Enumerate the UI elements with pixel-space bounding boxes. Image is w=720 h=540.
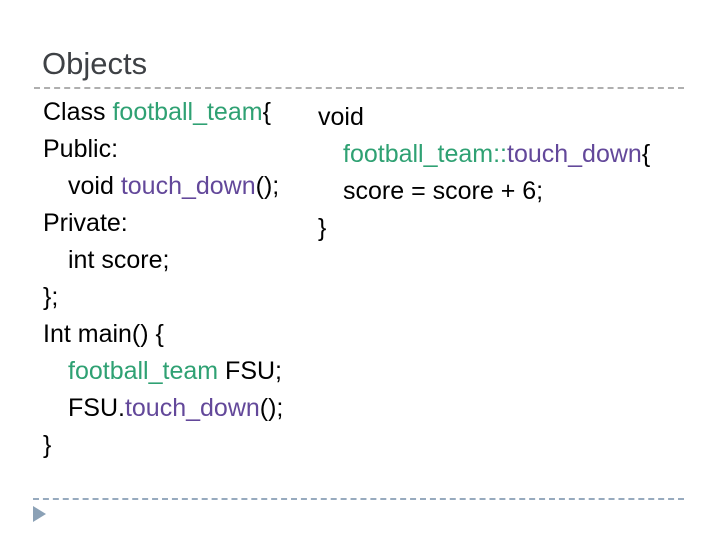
code-segment: Public: <box>43 135 119 163</box>
code-segment: (); <box>255 172 280 200</box>
code-line: Class football_team{ <box>43 94 283 131</box>
code-segment: touch_down <box>124 394 260 422</box>
code-segment: }; <box>43 283 59 311</box>
code-segment: football_team <box>112 98 263 126</box>
code-line: Int main() { <box>43 316 283 353</box>
code-line: void <box>318 99 650 136</box>
code-line: score = score + 6; <box>318 173 650 210</box>
code-line: Private: <box>43 205 283 242</box>
footer-divider <box>33 498 684 500</box>
code-segment: football_team <box>68 357 219 385</box>
code-line: } <box>318 210 650 247</box>
code-segment: } <box>318 214 327 242</box>
code-line: int score; <box>43 242 283 279</box>
title-divider <box>34 87 684 89</box>
code-segment: Private: <box>43 209 128 237</box>
code-line: football_team::touch_down{ <box>318 136 650 173</box>
code-block-left: Class football_team{Public:void touch_do… <box>43 94 283 464</box>
code-segment: (); <box>259 394 284 422</box>
code-segment: { <box>641 140 651 168</box>
code-line: void touch_down(); <box>43 168 283 205</box>
code-line: Public: <box>43 131 283 168</box>
code-line: }; <box>43 279 283 316</box>
code-segment: Int main() { <box>43 320 164 348</box>
code-segment: void <box>68 172 121 200</box>
code-segment: FSU; <box>218 357 283 385</box>
slide-title: Objects <box>42 46 148 81</box>
code-segment: football_team:: <box>343 140 507 168</box>
code-segment: touch_down <box>507 140 642 168</box>
code-line: } <box>43 427 283 464</box>
code-segment: { <box>262 98 271 126</box>
code-segment: } <box>43 431 52 459</box>
code-segment: score = score + 6; <box>343 177 544 205</box>
code-segment: touch_down <box>120 172 256 200</box>
code-segment: int score; <box>68 246 170 274</box>
code-line: football_team FSU; <box>43 353 283 390</box>
code-segment: FSU. <box>68 394 125 422</box>
footer-arrow-icon <box>33 506 46 522</box>
code-segment: void <box>318 103 364 131</box>
code-line: FSU.touch_down(); <box>43 390 283 427</box>
code-segment: Class <box>43 98 113 126</box>
